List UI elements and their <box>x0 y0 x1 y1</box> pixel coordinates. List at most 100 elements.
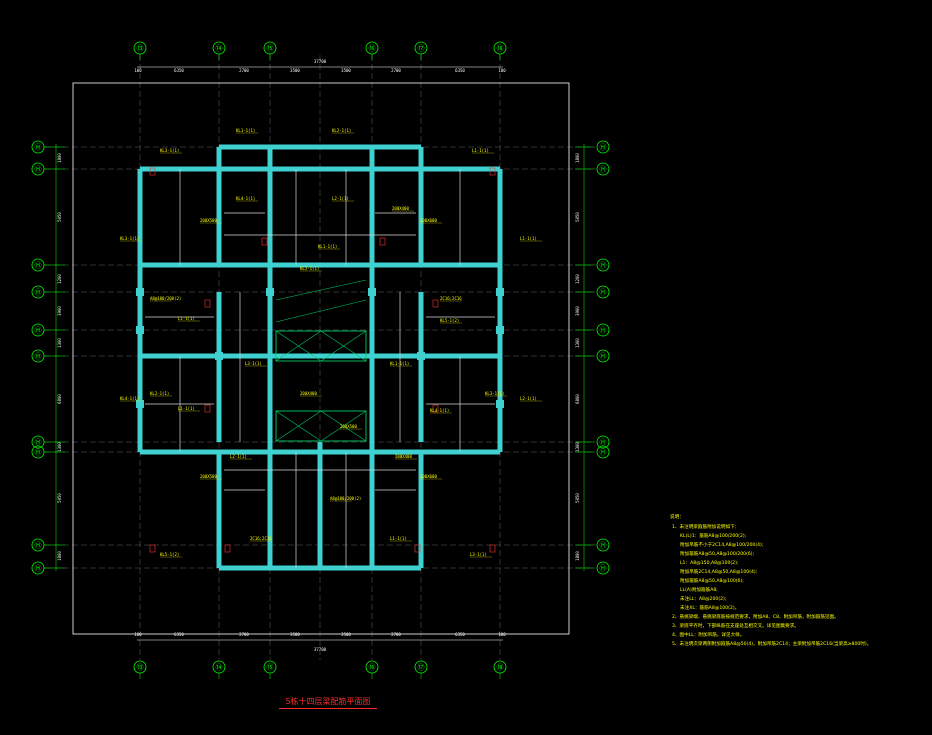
span-dimension: 6350 <box>174 68 184 73</box>
beam-label: L3-1(1) <box>245 361 262 366</box>
wall-segment <box>219 144 270 150</box>
wall-segment <box>418 452 424 545</box>
beam-label: 200X400 <box>300 391 317 396</box>
axis-bubble-column-label: ⑱ <box>497 45 504 53</box>
beam-label: KL3-1(1) <box>160 148 179 153</box>
axis-bubble-row-label: Ⓗ <box>600 439 607 447</box>
beam-label: KL4-1(1) <box>430 408 449 413</box>
axis-bubble-column-label: ⑮ <box>267 664 274 672</box>
axis-bubble-row-label: Ⓗ <box>35 449 42 457</box>
span-dimension: 6350 <box>174 632 184 637</box>
side-dimension: 5050 <box>57 493 62 503</box>
column-pier <box>215 352 223 360</box>
beam-label: 200X500 <box>340 424 357 429</box>
reinforcement-mark <box>204 299 211 308</box>
beam-label: 200X500 <box>200 218 217 223</box>
span-dimension: 6350 <box>455 632 465 637</box>
axis-bubble-row-label: Ⓗ <box>600 144 607 152</box>
beam-label: KL5-1(2) <box>440 318 459 323</box>
overall-dimension-bottom: 37700 <box>314 647 327 652</box>
note-line: 附加箍筋A8@50,A8@100(6); <box>680 577 744 584</box>
beam-label: KL4-1(1) <box>120 396 139 401</box>
wall-segment <box>137 169 143 452</box>
axis-bubble-row <box>596 285 610 299</box>
axis-bubble-row <box>596 538 610 552</box>
note-line: 附加吊筋不小于2C14,A8@100/200(4); <box>680 541 764 548</box>
stair-flight <box>275 279 367 301</box>
wall-segment <box>372 144 421 150</box>
axis-bubble-row-label: Ⓗ <box>600 353 607 361</box>
beam-label: L3-1(1) <box>470 552 487 557</box>
beam-label: KL5-1(2) <box>160 552 179 557</box>
wall-segment <box>219 565 270 571</box>
side-dimension: 1300 <box>575 442 580 452</box>
side-dimension: 1800 <box>57 153 62 163</box>
axis-bubble-row-label: Ⓗ <box>35 144 42 152</box>
beam-label: KL1-1(1) <box>236 128 255 133</box>
beam-label: L1-1(1) <box>178 316 195 321</box>
side-dimension: 5050 <box>57 212 62 222</box>
drawing-title: 5栋十四层梁配筋平面图 <box>279 697 377 709</box>
side-dimension: 3900 <box>575 306 580 316</box>
column-pier <box>496 326 504 334</box>
span-dimension: 3500 <box>341 68 351 73</box>
beam-label: KL2-1(1) <box>332 128 351 133</box>
axis-bubble-row-label: Ⓗ <box>600 289 607 297</box>
stair-cores <box>275 279 367 442</box>
axis-bubble-column-label: ⑬ <box>137 664 144 672</box>
beam-label: KL2-1(1) <box>150 391 169 396</box>
side-dimension: 1800 <box>575 551 580 561</box>
wall-segment <box>140 262 500 268</box>
wall-segment <box>140 166 219 172</box>
reinforcement-mark <box>414 544 421 553</box>
axis-bubble-row-label: Ⓗ <box>35 542 42 550</box>
note-line: 附加吊筋2C14,A8@50,A8@100(4); <box>680 568 758 575</box>
side-dimension: 5050 <box>575 212 580 222</box>
beam-lines <box>145 167 496 568</box>
stair-core-diagonal <box>320 410 367 442</box>
reinforcement-mark <box>204 404 211 413</box>
beam-label: KL3-1(1) <box>485 391 504 396</box>
beam-label: 200X400 <box>395 454 412 459</box>
side-dimension: 1200 <box>57 274 62 284</box>
beam-label: L2-1(1) <box>230 454 247 459</box>
axis-bubble-row-label: Ⓗ <box>600 166 607 174</box>
note-line: 附加箍筋A8@50,A8@100/200(6); <box>680 550 755 557</box>
span-dimension: 3500 <box>341 632 351 637</box>
shear-walls <box>136 144 504 571</box>
wall-segment <box>270 144 372 150</box>
span-dimension: 100 <box>134 68 142 73</box>
stair-flight <box>275 299 367 323</box>
side-dimension: 1300 <box>57 442 62 452</box>
axis-bubble-row-label: Ⓗ <box>35 353 42 361</box>
note-line: 2、悬挑梁端、悬挑梁底筋按规范要求，附加A8、C8、附加吊筋，附加箍筋见图。 <box>672 613 839 620</box>
wall-segment <box>369 147 375 568</box>
span-dimension: 100 <box>498 68 506 73</box>
span-dimension: 100 <box>498 632 506 637</box>
side-dimension: 1800 <box>575 153 580 163</box>
axis-bubble-column-label: ⑯ <box>369 664 376 672</box>
axis-bubble-row-label: Ⓗ <box>35 439 42 447</box>
axis-bubble-column-label: ⑮ <box>267 45 274 53</box>
axis-bubble-row <box>596 445 610 459</box>
wall-segment <box>216 169 222 265</box>
axis-bubble-row-label: Ⓗ <box>600 565 607 573</box>
note-line: L1：A8@150,A8@100(2); <box>680 560 739 566</box>
column-pier <box>266 288 274 296</box>
beam-label: 200X600 <box>420 218 437 223</box>
wall-segment <box>216 292 222 442</box>
axis-bubble-row <box>596 162 610 176</box>
beam-label: 200X500 <box>200 474 217 479</box>
span-dimension: 2700 <box>239 68 249 73</box>
note-line: 1、未注明梁箍筋附加说明如下： <box>672 523 739 530</box>
axis-bubble-row-label: Ⓗ <box>35 262 42 270</box>
dimension-strings: 37700 37700 1001006350635027002700350035… <box>57 59 580 652</box>
side-dimension: 6800 <box>575 394 580 404</box>
drawing-frame <box>72 82 570 635</box>
wall-segment <box>418 147 424 169</box>
reinforcement-mark <box>489 167 496 176</box>
note-line: 3、梁底平齐时，下部纵筋在支座处互相交叉。详见图集要求。 <box>672 622 799 629</box>
side-dimension: 1800 <box>57 551 62 561</box>
axis-bubble-column-label: ⑭ <box>216 664 223 672</box>
